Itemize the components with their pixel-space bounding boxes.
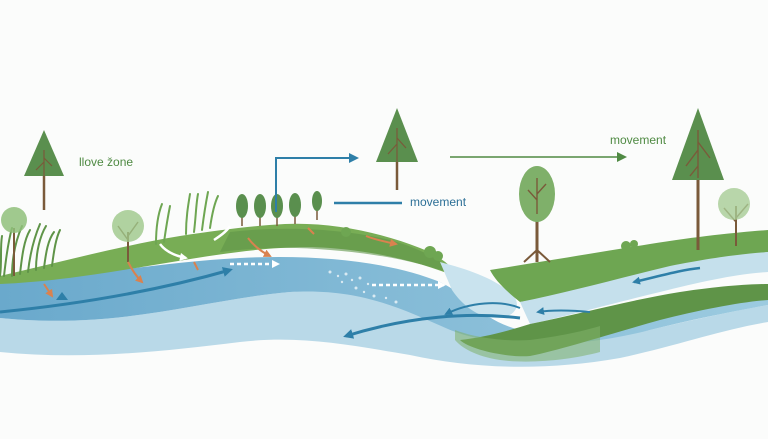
flow-arrow-icon (536, 307, 591, 315)
sediment-arrow (307, 227, 315, 235)
flow-arrow-icon (0, 267, 233, 314)
flow-arrow-icon (444, 302, 521, 315)
shrub-cluster (341, 227, 638, 261)
flow-arrow-icon (632, 266, 701, 285)
right-side-channel (520, 252, 768, 324)
center-bank-mottled (455, 326, 600, 362)
zone-label: llove žone (79, 155, 133, 169)
white-curve-arrow (159, 243, 188, 261)
conifer-tree-large-left (24, 130, 64, 210)
white-curve-arrow (213, 225, 232, 242)
sediment-arrow (365, 235, 398, 247)
bushy-tree-left (1, 207, 27, 276)
conifer-tree-icon (236, 194, 248, 226)
conifer-tree-large-center (376, 108, 418, 190)
bushy-tree-right (718, 188, 750, 246)
conifer-row (236, 191, 322, 226)
sediment-arrow (247, 237, 272, 257)
triangle-marker (56, 292, 68, 300)
sediment-speckles (328, 270, 398, 304)
conifer-tree-large-right (672, 108, 724, 250)
flow-arrow-icon (343, 313, 521, 339)
right-bank-lower (460, 284, 768, 357)
movement-arrow-elbow (275, 153, 359, 212)
conifer-tree-icon (254, 194, 266, 226)
conifer-tree-icon (312, 191, 322, 220)
reeds-center (155, 191, 219, 245)
movement-label-center: movement (410, 195, 467, 209)
movement-label-right: movement (610, 133, 667, 147)
sediment-arrow (43, 283, 54, 298)
deciduous-tree-icon (519, 166, 555, 263)
bushy-tree-mid (112, 210, 144, 262)
left-bank-shade (220, 228, 458, 276)
conifer-tree-icon (289, 193, 301, 224)
sediment-arrow (127, 261, 144, 284)
sediment-arrow (193, 261, 199, 271)
